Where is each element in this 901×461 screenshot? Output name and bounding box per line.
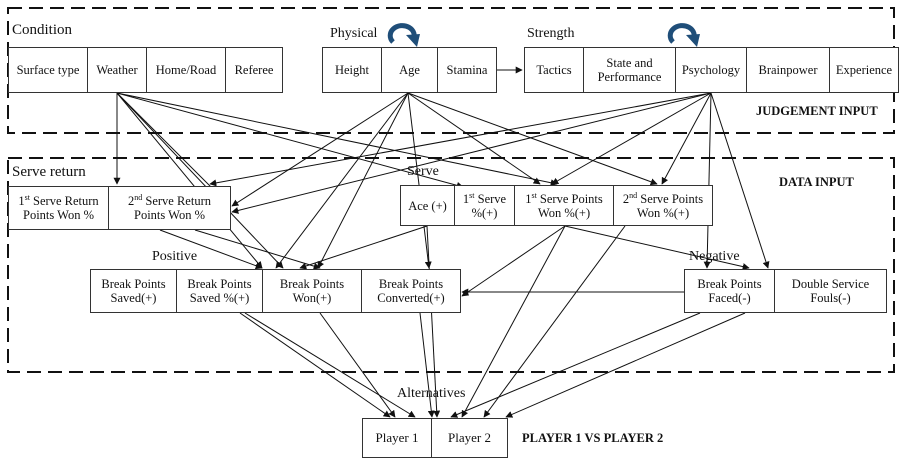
judgement-input-label: JUDGEMENT INPUT [756,104,878,118]
negative-double-faults: Double Service Fouls(-) [774,269,887,313]
connector-arrow [116,92,227,203]
connector-arrow [564,225,750,271]
connector-arrow [209,92,712,187]
versus-label: PLAYER 1 VS PLAYER 2 [522,431,664,445]
strength-psychology: Psychology [675,47,747,93]
physical-title: Physical [330,26,378,41]
connector-arrow [299,225,428,270]
connector-arrow [505,312,746,418]
connector-arrow [244,312,416,418]
connector-arrow [407,92,658,186]
connector-arrow [426,225,441,418]
serve-return-2nd-points-won: 2nd Serve Return Points Won % [108,186,231,230]
strength-title: Strength [527,26,575,41]
connector-arrow [450,312,701,418]
negative-title: Negative [689,249,740,264]
connector-arrow [703,92,712,269]
condition-weather: Weather [87,47,147,93]
alternative-player-2: Player 2 [431,418,508,458]
connector-arrow [551,92,712,185]
serve-return-1st-points-won: 1st Serve Return Points Won % [8,186,109,230]
condition-home-road: Home/Road [146,47,226,93]
physical-age: Age [381,47,438,93]
connector-arrow [661,92,712,185]
refresh-arrow-icon [387,23,420,47]
connector-arrow [116,92,464,189]
strength-tactics: Tactics [524,47,584,93]
connector-arrow [407,92,432,269]
condition-title: Condition [12,22,73,38]
strength-experience: Experience [829,47,899,93]
negative-bp-faced: Break Points Faced(-) [684,269,775,313]
alternatives-title: Alternatives [397,386,466,401]
positive-bp-won: Break Points Won(+) [262,269,362,313]
serve-ace: Ace (+) [400,185,455,226]
connector-arrow [239,312,391,418]
positive-bp-saved: Break Points Saved(+) [90,269,177,313]
connector-arrow [275,92,409,269]
positive-title: Positive [152,249,198,264]
data-input-label: DATA INPUT [779,175,854,189]
connector-arrow [710,92,770,269]
physical-height: Height [322,47,382,93]
positive-bp-converted: Break Points Converted(+) [361,269,461,313]
connector-arrow [461,225,566,418]
serve-1st-serve-pct: 1st Serve %(+) [454,185,515,226]
serve-title: Serve [407,164,439,179]
connector-arrow [317,92,409,269]
connector-lines [113,66,770,418]
serve-2nd-points-won: 2nd Serve Points Won %(+) [613,185,713,226]
physical-stamina: Stamina [437,47,497,93]
condition-surface-type: Surface type [8,47,88,93]
refresh-arrow-icon [667,23,700,47]
serve-return-title: Serve return [12,164,86,180]
connector-arrow [231,92,712,214]
connector-arrow [116,92,284,269]
connector-arrow [231,92,409,207]
serve-1st-points-won: 1st Serve Points Won %(+) [514,185,614,226]
condition-referee: Referee [225,47,283,93]
connector-arrow [419,312,435,418]
connector-arrow [194,229,321,270]
strength-brainpower: Brainpower [746,47,830,93]
connector-arrow [159,229,263,270]
alternative-player-1: Player 1 [362,418,432,458]
connector-arrow [461,225,566,297]
connector-arrow [319,312,396,418]
connector-arrow [407,92,541,185]
positive-bp-saved-pct: Break Points Saved %(+) [176,269,263,313]
strength-state-performance: State and Performance [583,47,676,93]
connector-arrow [116,92,263,269]
connector-arrow [483,225,626,418]
